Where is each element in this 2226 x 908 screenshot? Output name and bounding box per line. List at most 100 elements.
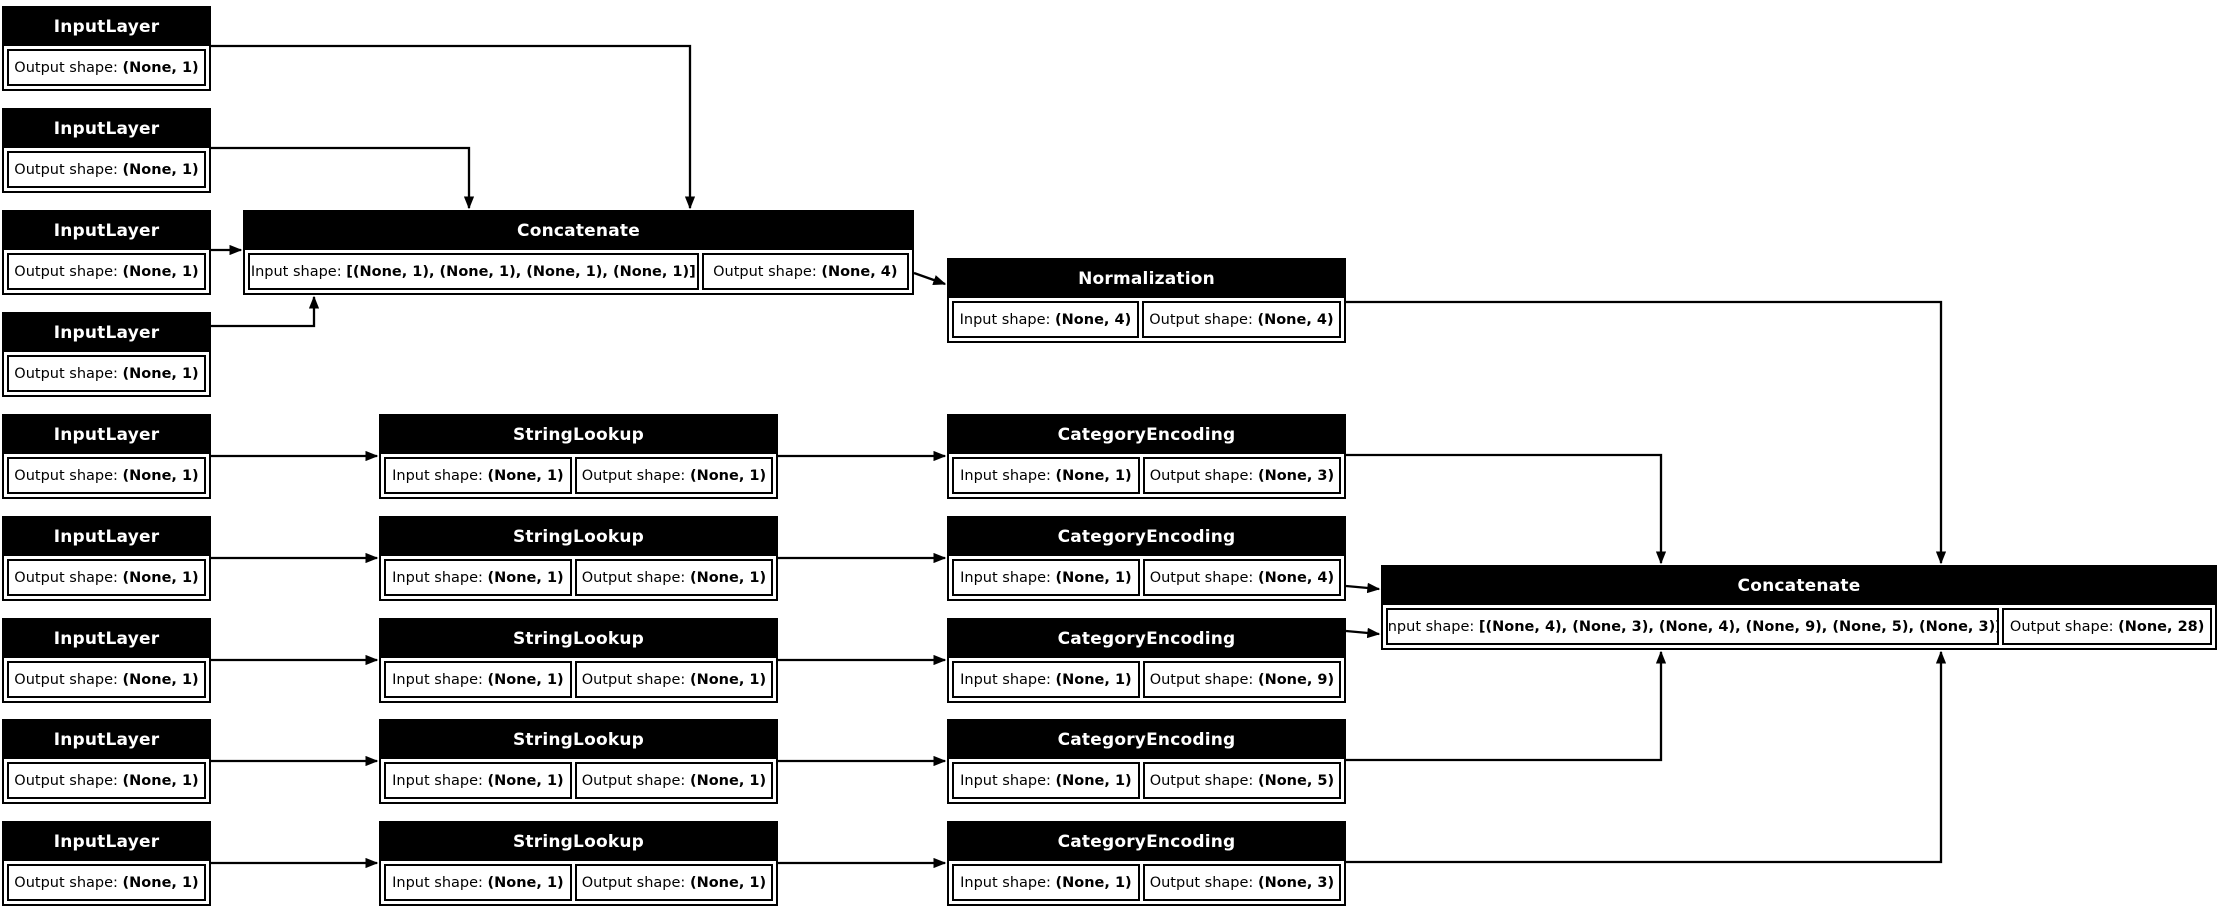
shape-cells-row: Input shape: (None, 1) Output shape: (Non…	[949, 759, 1344, 802]
shape-value: (None, 3)	[1257, 467, 1335, 484]
shape-field-label: Input shape:	[960, 467, 1056, 484]
shape-value: (None, 1)	[689, 569, 767, 586]
shape-value: (None, 1)	[689, 671, 767, 688]
shape-field-label: Output shape:	[14, 874, 123, 891]
shape-value: (None, 1)	[122, 874, 199, 891]
shape-value: (None, 1)	[122, 671, 199, 688]
shape-field-label: Input shape:	[392, 569, 488, 586]
input-shape-cell: Input shape: (None, 1)	[952, 762, 1140, 799]
layer-type-title: InputLayer	[53, 832, 160, 852]
layer-type-title: InputLayer	[53, 17, 160, 37]
shape-field-label: Input shape:	[392, 467, 488, 484]
output-shape-cell: Output shape: (None, 1)	[574, 864, 773, 901]
layer-type-title: CategoryEncoding	[1057, 527, 1236, 547]
output-shape-cell: Output shape: (None, 1)	[7, 864, 206, 901]
output-shape-cell: Output shape: (None, 1)	[574, 661, 773, 698]
shape-value: (None, 1)	[1055, 874, 1132, 891]
shape-value: (None, 1)	[1055, 467, 1132, 484]
shape-value: (None, 28)	[2118, 618, 2205, 635]
shape-cells-row: Input shape: (None, 1)Output shape: (Non…	[949, 861, 1344, 904]
shape-value: (None, 9)	[1257, 671, 1335, 688]
shape-field-label: Output shape:	[1149, 569, 1258, 586]
layer-type-title: Concatenate	[1737, 576, 1861, 596]
shape-value: (None, 1)	[122, 569, 199, 586]
shape-field-label: Output shape:	[14, 161, 123, 178]
input-shape-cell: Input shape: (None, 1)	[952, 559, 1140, 596]
output-shape-cell: Output shape: (None, 1)	[574, 457, 773, 494]
shape-cells-row: Input shape: (None, 1)Output shape: (Non…	[381, 556, 776, 599]
input-shape-cell: Input shape: (None, 1)	[952, 661, 1140, 698]
shape-cells-row: Output shape: (None, 1)	[4, 556, 209, 599]
shape-value: (None, 1)	[122, 263, 199, 280]
shape-field-label: Output shape:	[2009, 618, 2119, 635]
shape-field-label: Output shape:	[14, 467, 123, 484]
shape-value: (None, 1)	[689, 772, 767, 789]
output-shape-cell: Output shape: (None, 1)	[7, 457, 206, 494]
output-shape-cell: Output shape: (None, 1)	[7, 151, 206, 188]
shape-value: (None, 5)	[1257, 772, 1335, 789]
shape-value: (None, 1)	[122, 365, 199, 382]
shape-field-label: Input shape:	[250, 263, 347, 280]
layer-type-title: StringLookup	[512, 832, 645, 852]
shape-value: (None, 1)	[122, 467, 199, 484]
shape-value: (None, 1)	[487, 467, 564, 484]
shape-field-label: Input shape:	[960, 569, 1056, 586]
layer-type-title: InputLayer	[53, 221, 160, 241]
shape-cells-row: Output shape: (None, 1)	[4, 352, 209, 395]
output-shape-cell: Output shape: (None, 1)	[574, 762, 773, 799]
layer-type-title: InputLayer	[53, 119, 160, 139]
shape-value: (None, 1)	[487, 772, 564, 789]
edge-input_4-to-concatenate	[211, 295, 320, 328]
shape-field-label: Input shape:	[392, 671, 488, 688]
shape-cells-row: Input shape: (None, 4)Output shape: (Non…	[949, 298, 1344, 341]
shape-field-label: Output shape:	[14, 569, 123, 586]
shape-field-label: Output shape:	[713, 263, 822, 280]
edge-concatenate-to-normalization	[913, 271, 947, 286]
shape-cells-row: Input shape: (None, 1)Output shape: (Non…	[381, 454, 776, 497]
shape-value: [(None, 1), (None, 1), (None, 1), (None,…	[346, 263, 696, 280]
input-shape-cell: Input shape: [(None, 1), (None, 1), (Non…	[248, 253, 699, 290]
layer-type-title: CategoryEncoding	[1057, 730, 1236, 750]
shape-cells-row: Output shape: (None, 1)	[4, 861, 209, 904]
shape-cells-row: Output shape: (None, 1)	[4, 759, 209, 802]
shape-cells-row: Output shape: (None, 1)	[4, 148, 209, 191]
shape-field-label: Output shape:	[1149, 772, 1258, 789]
layer-type-title: Concatenate	[517, 221, 640, 241]
shape-cells-row: Input shape: (None, 1)Output shape: (Non…	[949, 556, 1344, 599]
shape-value: (None, 1)	[689, 467, 767, 484]
shape-value: (None, 1)	[122, 772, 199, 789]
input-shape-cell: Input shape: (None, 1)	[384, 762, 572, 799]
output-shape-cell: Output shape: (None, 1)	[7, 762, 206, 799]
shape-cells-row: Input shape: [(None, 4), (None, 3), (Non…	[1383, 605, 2215, 648]
shape-cells-row: Input shape: (None, 1)Output shape: (Non…	[949, 454, 1344, 497]
output-shape-cell: Output shape: (None, 4)	[1142, 559, 1341, 596]
shape-field-label: Input shape:	[392, 772, 488, 789]
shape-cells-row: Input shape: (None, 1)Output shape: (Non…	[381, 759, 776, 802]
output-shape-cell: Output shape: (None, 1)	[7, 49, 206, 86]
output-shape-cell: Output shape: (None, 3)	[1142, 864, 1341, 901]
input-shape-cell: Input shape: (None, 1)	[952, 864, 1140, 901]
shape-value: (None, 4)	[1257, 569, 1335, 586]
shape-cells-row: Input shape: [(None, 1), (None, 1), (Non…	[245, 250, 912, 293]
layer-type-title: InputLayer	[53, 425, 160, 445]
shape-value: (None, 3)	[1257, 874, 1335, 891]
output-shape-cell: Output shape: (None, 1)	[7, 559, 206, 596]
shape-field-label: Input shape:	[392, 874, 488, 891]
input-shape-cell: Input shape: (None, 1)	[384, 864, 572, 901]
shape-cells-row: Output shape: (None, 1)	[4, 46, 209, 89]
shape-value: (None, 1)	[1055, 772, 1132, 789]
shape-value: (None, 4)	[1257, 311, 1334, 328]
